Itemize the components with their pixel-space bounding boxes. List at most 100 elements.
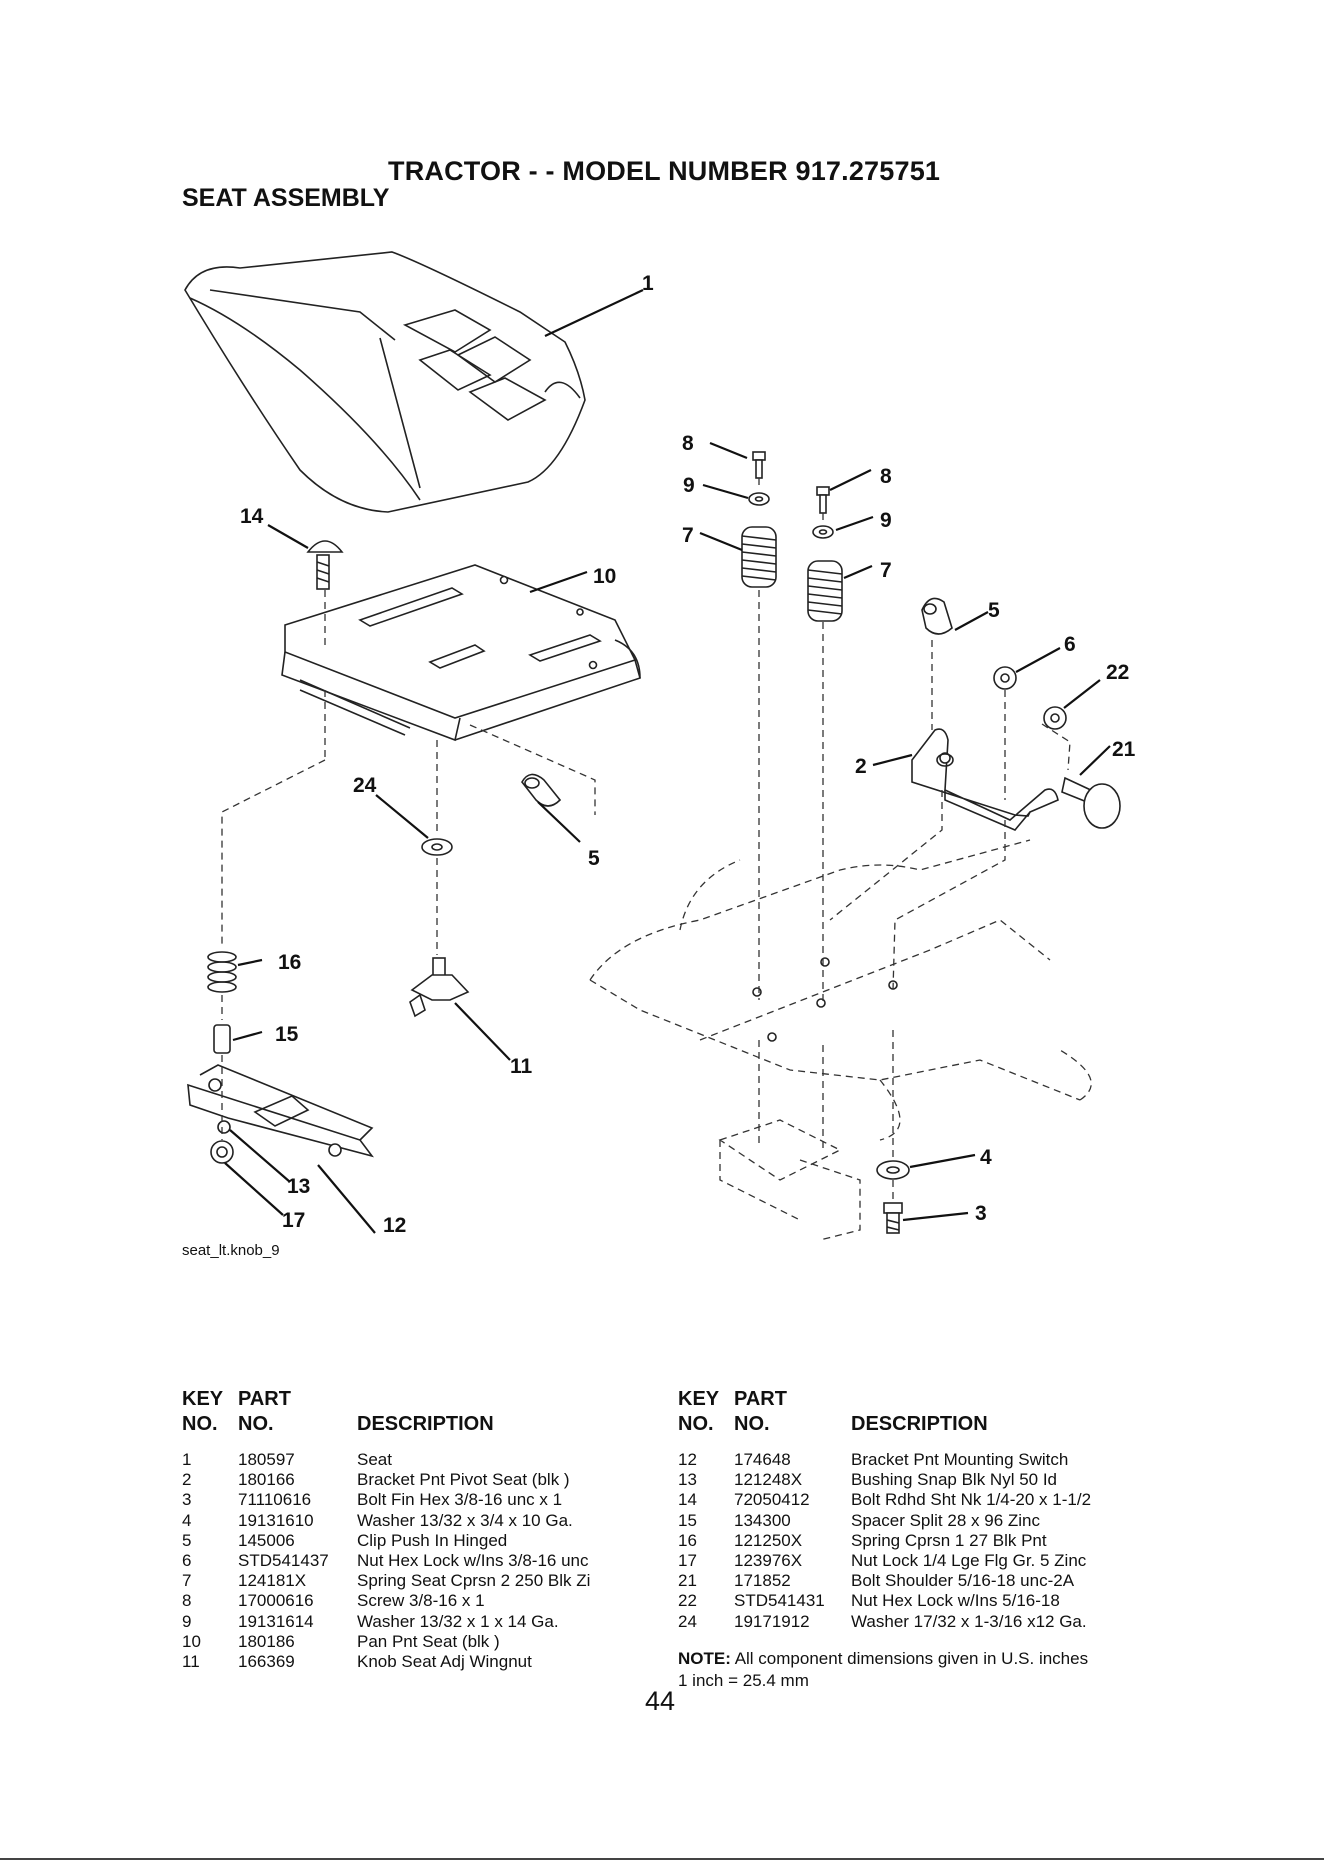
header-part-no: NO. [238,1413,274,1435]
header-no: NO. [182,1413,218,1435]
seat-pan-part [281,564,641,742]
figure-id: seat_lt.knob_9 [182,1242,280,1259]
part-number: 19131614 [238,1611,314,1631]
conversion-note: 1 inch = 25.4 mm [678,1671,809,1690]
part-description: Knob Seat Adj Wingnut [357,1652,532,1671]
switch-bracket-part [187,1064,375,1158]
tractor-frame-outline [589,839,1092,1241]
part-number: 180166 [238,1470,295,1490]
part-number: 121250X [734,1530,803,1550]
part-key: 5 [182,1530,192,1550]
callout-5-right: 5 [988,599,1000,622]
header-no: NO. [678,1413,714,1435]
part-description: Bushing Snap Blk Nyl 50 Id [851,1470,1058,1490]
part-key: 16 [678,1530,697,1550]
part-description: Nut Lock 1/4 Lge Flg Gr. 5 Zinc [851,1551,1087,1570]
callout-1: 1 [642,272,654,295]
callout-5: 5 [588,847,600,870]
seat-part [184,251,586,513]
part-key: 2 [182,1470,192,1490]
part-number: 124181X [238,1571,307,1591]
screw-left [752,451,766,479]
callout-13: 13 [287,1175,310,1198]
callout-12: 12 [383,1214,406,1237]
washer-4-part [876,1160,910,1180]
part-number: 180597 [238,1450,295,1469]
part-description: Nut Hex Lock w/Ins 5/16-18 [851,1591,1060,1611]
callout-8-right: 8 [880,465,892,488]
part-description: Washer 13/32 x 1 x 14 Ga. [357,1611,559,1631]
part-key: 11 [182,1652,200,1671]
part-description: Washer 17/32 x 1-3/16 x12 Ga. [851,1611,1087,1631]
callout-8-left: 8 [682,432,694,455]
part-description: Pan Pnt Seat (blk ) [357,1631,500,1651]
part-number: 17000616 [238,1591,314,1611]
callout-9-left: 9 [683,474,695,497]
part-description: Bolt Shoulder 5/16-18 unc-2A [851,1571,1075,1591]
hex-bolt-part [883,1202,903,1234]
header-part: PART [734,1388,787,1410]
part-key: 4 [182,1510,192,1530]
spring-seat-right [807,560,843,622]
part-number: 171852 [734,1571,791,1591]
part-key: 6 [182,1551,192,1570]
part-description: Seat [357,1450,392,1469]
callout-7-left: 7 [682,524,694,547]
part-key: 13 [678,1470,697,1490]
header-description: DESCRIPTION [851,1413,988,1435]
callout-4: 4 [980,1146,992,1169]
part-key: 12 [678,1450,697,1469]
callout-22: 22 [1106,661,1129,684]
callout-16: 16 [278,951,301,974]
part-key: 17 [678,1551,697,1570]
part-description: Clip Push In Hinged [357,1530,508,1550]
part-number: 71110616 [238,1490,312,1510]
spring-part [207,951,237,993]
part-key: 21 [678,1571,697,1591]
callout-24: 24 [353,774,377,797]
part-number: 174648 [734,1450,791,1469]
part-key: 15 [678,1510,697,1530]
part-number: STD541437 [238,1551,329,1570]
part-number: 134300 [734,1510,791,1530]
pivot-bracket-part [911,728,1059,831]
spacer-part [213,1024,231,1054]
header-key: KEY [678,1388,720,1410]
part-key: 14 [678,1490,697,1510]
header-description: DESCRIPTION [357,1413,494,1435]
section-title: SEAT ASSEMBLY [182,184,390,212]
part-key: 8 [182,1591,192,1611]
callout-9-right: 9 [880,509,892,532]
part-key: 7 [182,1571,192,1591]
callout-numbers: 1 14 10 24 5 16 15 11 13 17 12 8 9 7 8 9… [240,272,1136,1237]
screw-right [816,486,830,514]
part-key: 24 [678,1611,697,1631]
note-label: NOTE: [678,1649,731,1668]
part-number: STD541431 [734,1591,825,1611]
part-description: Spring Seat Cprsn 2 250 Blk Zi [357,1571,591,1591]
callout-leaders [224,289,1111,1234]
callout-11: 11 [510,1055,533,1078]
callout-3: 3 [975,1202,987,1225]
callout-2: 2 [855,755,867,778]
header-key: KEY [182,1388,224,1410]
callout-14: 14 [240,505,264,528]
part-key: 22 [678,1591,697,1611]
part-key: 3 [182,1490,192,1510]
clip-part [521,773,562,807]
part-description: Nut Hex Lock w/Ins 3/8-16 unc [357,1551,589,1570]
callout-10: 10 [593,565,616,588]
page-number: 44 [645,1686,676,1716]
part-number: 145006 [238,1530,295,1550]
callout-17: 17 [282,1209,305,1232]
part-key: 9 [182,1611,192,1631]
part-description: Bolt Rdhd Sht Nk 1/4-20 x 1-1/2 [851,1490,1092,1510]
part-key: 10 [182,1631,201,1651]
callout-15: 15 [275,1023,299,1046]
part-description: Spring Cprsn 1 27 Blk Pnt [851,1530,1047,1550]
clip-part-right [921,597,953,635]
part-description: Washer 13/32 x 3/4 x 10 Ga. [357,1510,573,1530]
spring-seat-left [741,526,777,588]
page-bottom-rule [0,1858,1324,1860]
